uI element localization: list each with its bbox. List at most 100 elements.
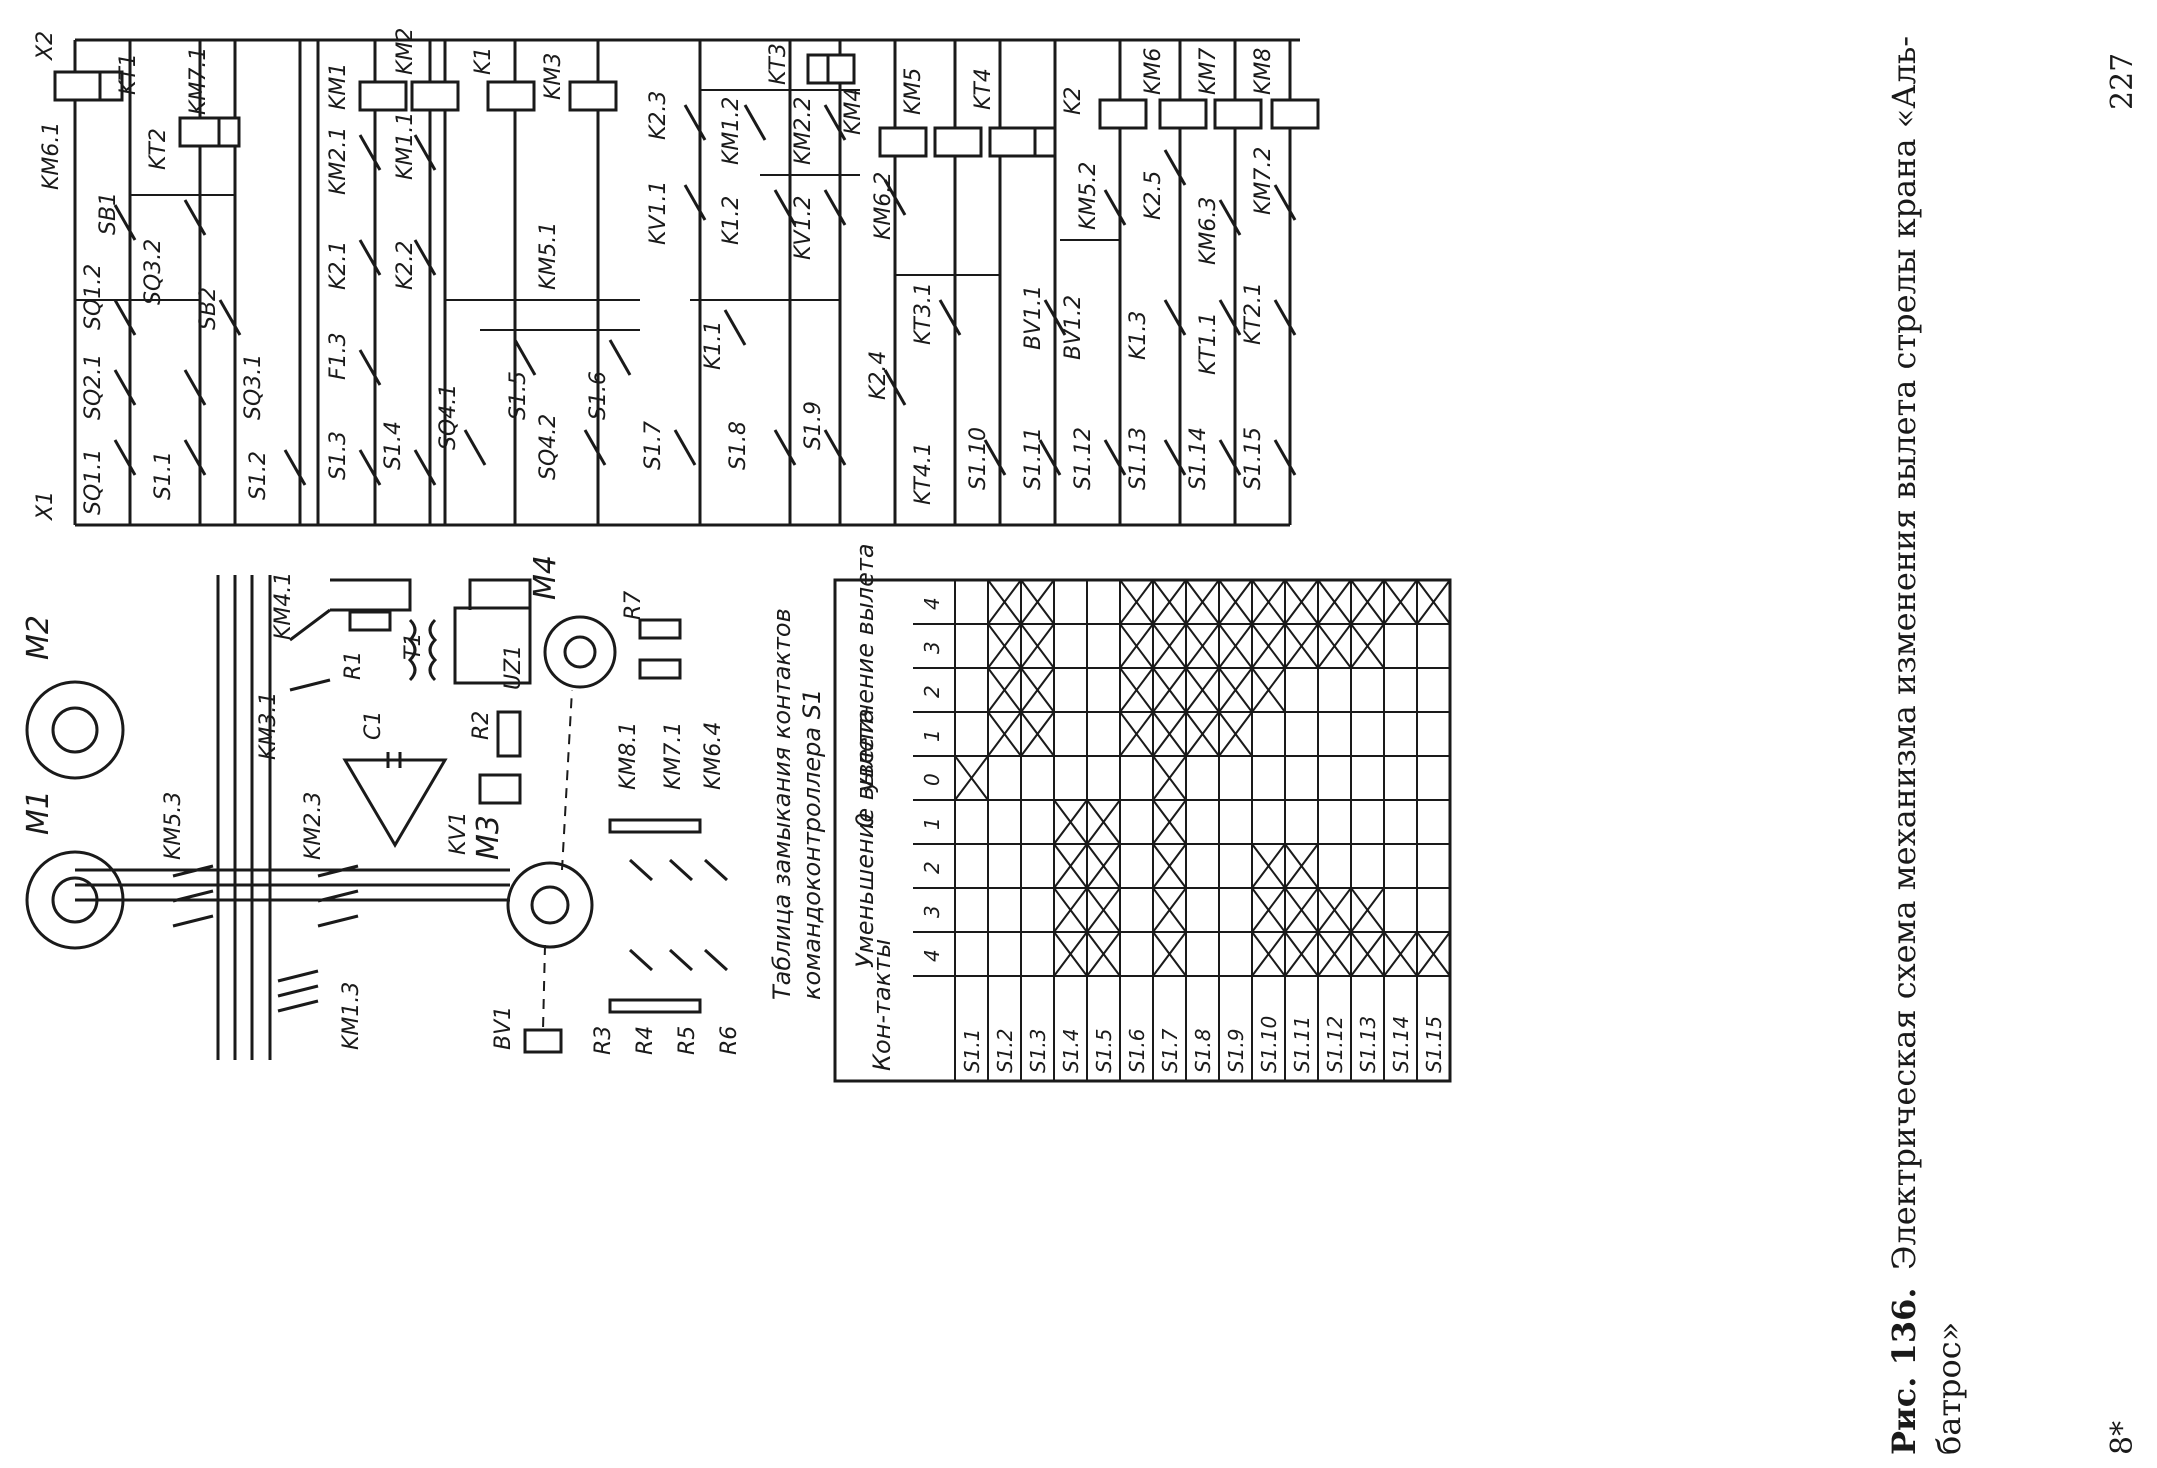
contact-41 bbox=[1163, 149, 1187, 186]
closed-mark-b bbox=[1251, 667, 1286, 713]
contact-16 bbox=[413, 134, 437, 171]
motor-m3-label: M3 bbox=[471, 815, 506, 860]
table-header-contacts: Кон-такты bbox=[868, 939, 896, 1071]
contact-17 bbox=[463, 429, 487, 466]
closed-mark-b bbox=[1185, 667, 1220, 713]
contact-18 bbox=[513, 339, 537, 376]
contact-23 bbox=[683, 184, 707, 221]
capacitor-c1 bbox=[342, 752, 448, 848]
caption-line-1: Электрическая схема механизма изменения … bbox=[1885, 36, 1923, 1270]
power-label-uz1: UZ1 bbox=[501, 645, 526, 690]
table-contact-s1-15: S1.15 bbox=[1422, 1016, 1446, 1073]
label-km1-1: KM1.1 bbox=[393, 112, 418, 180]
controller-table: Таблица замыкания контактов командоконтр… bbox=[768, 543, 1452, 1083]
label-sq3-1: SQ3.1 bbox=[241, 354, 266, 420]
contact-43 bbox=[1218, 299, 1242, 336]
closed-mark-b bbox=[1218, 711, 1253, 757]
table-contact-s1-10: S1.10 bbox=[1257, 1016, 1281, 1073]
closed-mark-b bbox=[1317, 931, 1352, 977]
contact-28 bbox=[823, 429, 847, 466]
km4-1-loop bbox=[330, 578, 412, 612]
table-contact-s1-2: S1.2 bbox=[993, 1028, 1017, 1073]
table-contact-s1-3: S1.3 bbox=[1026, 1028, 1050, 1073]
label-kt2-1: KT2.1 bbox=[1241, 282, 1266, 345]
label-km7-2: KM7.2 bbox=[1251, 147, 1276, 215]
table-position-4: 1 bbox=[920, 817, 944, 830]
contact-km4-1 bbox=[289, 608, 331, 642]
closed-mark-b bbox=[1053, 931, 1088, 977]
power-contact-4 bbox=[317, 864, 359, 878]
rotor-contact-a-2 bbox=[668, 858, 694, 882]
contact-2 bbox=[113, 369, 137, 406]
contact-4 bbox=[113, 204, 137, 241]
coil-kt2-timer bbox=[217, 116, 241, 148]
label-k1: K1 bbox=[471, 47, 496, 75]
rotor-contact-a-3 bbox=[703, 858, 729, 882]
label-sq4-2: SQ4.2 bbox=[536, 414, 561, 480]
rotor-resistors bbox=[608, 618, 729, 1014]
label-km7-1: KM7.1 bbox=[186, 47, 211, 115]
contact-44 bbox=[1218, 199, 1242, 236]
coil-km1 bbox=[358, 80, 408, 112]
label-sb2: SB2 bbox=[196, 287, 221, 330]
rotor-resistor-label-r4: R4 bbox=[633, 1026, 658, 1055]
table-contact-s1-5: S1.5 bbox=[1092, 1028, 1116, 1073]
closed-mark-b bbox=[1251, 843, 1286, 889]
coil-km2 bbox=[410, 80, 460, 112]
label-kt3-1: KT3.1 bbox=[911, 282, 936, 345]
contact-37 bbox=[1103, 439, 1127, 476]
label-k2-1: K2.1 bbox=[326, 241, 351, 290]
table-position-8: 3 bbox=[920, 641, 944, 654]
label-bv1-2: BV1.2 bbox=[1061, 295, 1086, 360]
rectifier-uz1 bbox=[453, 606, 532, 685]
table-contact-s1-8: S1.8 bbox=[1191, 1028, 1215, 1073]
rotor-contact-b-2 bbox=[668, 948, 694, 972]
closed-mark-b bbox=[1086, 887, 1121, 933]
mechanical-link-m3-bv1 bbox=[542, 944, 546, 1031]
coil-km8 bbox=[1270, 98, 1320, 130]
label-kv1-1: KV1.1 bbox=[646, 181, 671, 245]
closed-mark-b bbox=[1086, 799, 1121, 845]
figure-caption: Рис. 136. Электрическая схема механизма … bbox=[1885, 36, 1968, 1455]
power-label-r2: R2 bbox=[469, 711, 494, 740]
rotor-contact-b-3 bbox=[703, 948, 729, 972]
rectifier-feed bbox=[468, 578, 532, 625]
contact-31 bbox=[883, 369, 907, 406]
label-km6-3: KM6.3 bbox=[1196, 197, 1221, 265]
contact-29 bbox=[823, 189, 847, 226]
closed-mark-b bbox=[1152, 711, 1187, 757]
contact-symbols bbox=[113, 104, 1297, 486]
label-s1-15: S1.15 bbox=[1241, 427, 1266, 490]
label-km7: KM7 bbox=[1196, 48, 1221, 95]
closed-mark-b bbox=[1152, 755, 1187, 801]
label-s1-3: S1.3 bbox=[326, 431, 351, 480]
label-sq1-2: SQ1.2 bbox=[81, 264, 106, 330]
page-signature-mark: 8* bbox=[2105, 1421, 2140, 1455]
label-s1-6: S1.6 bbox=[586, 371, 611, 420]
contact-19 bbox=[583, 429, 607, 466]
coil-km6 bbox=[1158, 98, 1208, 130]
closed-mark-b bbox=[1086, 843, 1121, 889]
label-km5: KM5 bbox=[901, 68, 926, 115]
contact-10 bbox=[358, 449, 382, 486]
label-kt1-1: KT1.1 bbox=[1196, 312, 1221, 375]
closed-mark-b bbox=[1383, 931, 1418, 977]
label-km6: KM6 bbox=[1141, 48, 1166, 95]
power-label-km8-1: KM8.1 bbox=[616, 722, 641, 790]
label-km6-1: KM6.1 bbox=[39, 122, 64, 190]
label-km2-2: KM2.2 bbox=[791, 97, 816, 165]
contact-45 bbox=[1273, 439, 1297, 476]
closed-mark-b bbox=[1053, 843, 1088, 889]
closed-mark-b bbox=[1251, 579, 1286, 625]
table-contact-s1-9: S1.9 bbox=[1224, 1028, 1248, 1073]
contact-15 bbox=[413, 239, 437, 276]
coil-km5 bbox=[878, 126, 928, 158]
rotor-resistor-label-r5: R5 bbox=[675, 1026, 700, 1055]
power-contact-5 bbox=[317, 889, 359, 903]
closed-mark-b bbox=[1350, 887, 1385, 933]
power-contact-9 bbox=[277, 999, 319, 1013]
table-position-9: 4 bbox=[920, 597, 944, 610]
